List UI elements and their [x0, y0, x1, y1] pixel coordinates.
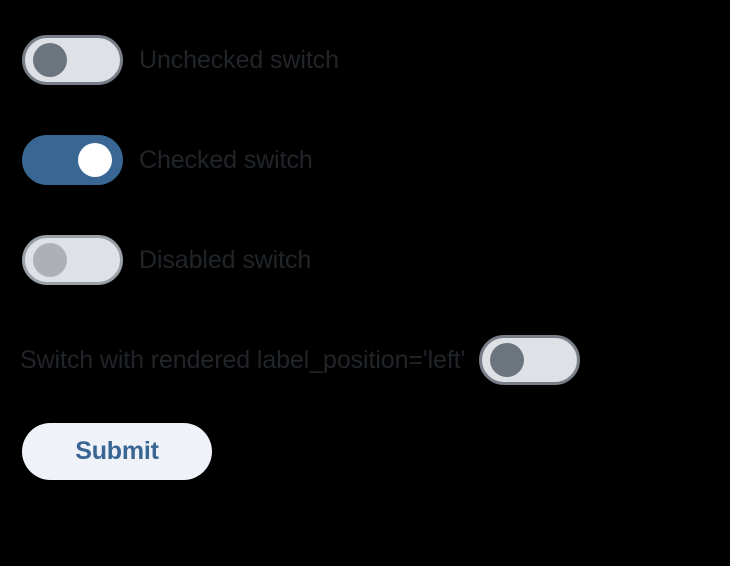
left-label-switch-label: Switch with rendered label_position='lef…: [20, 345, 466, 374]
switch-row-checked: Checked switch: [22, 135, 313, 185]
unchecked-switch-toggle[interactable]: [22, 35, 123, 85]
checked-switch-toggle[interactable]: [22, 135, 123, 185]
switch-thumb-icon: [78, 143, 112, 177]
switch-row-unchecked: Unchecked switch: [22, 35, 339, 85]
disabled-switch-label: Disabled switch: [139, 245, 312, 274]
switch-thumb-icon: [490, 343, 525, 377]
disabled-switch-toggle: [22, 235, 123, 285]
unchecked-switch-label: Unchecked switch: [139, 45, 339, 74]
switch-row-left-label: Switch with rendered label_position='lef…: [20, 335, 710, 385]
checked-switch-label: Checked switch: [139, 145, 313, 174]
switch-thumb-icon: [33, 43, 67, 77]
switch-row-disabled: Disabled switch: [22, 235, 311, 285]
left-label-switch-toggle[interactable]: [479, 335, 581, 385]
switch-thumb-icon: [33, 243, 67, 277]
submit-button[interactable]: Submit: [22, 423, 212, 480]
